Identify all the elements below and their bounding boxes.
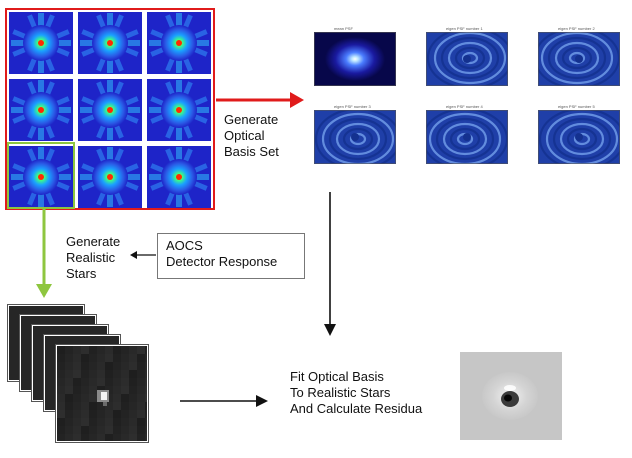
psf-tile	[9, 146, 73, 208]
star-frame-stack	[8, 305, 178, 458]
right-arrow	[180, 395, 268, 407]
star-frame	[56, 345, 153, 442]
basis-panel-image	[538, 32, 620, 86]
green-arrow	[36, 209, 52, 298]
down-arrow	[324, 192, 336, 336]
basis-set: mean PSF eigen PSF number 1 eigen PSF numb…	[308, 20, 632, 180]
psf-tile	[147, 79, 211, 141]
aocs-detector-response-box: AOCS Detector Response	[157, 233, 305, 279]
generate-optical-basis-label: Generate Optical Basis Set	[224, 112, 279, 159]
psf-tile	[147, 146, 211, 208]
generate-realistic-stars-label: Generate Realistic Stars	[66, 234, 121, 281]
basis-panel-title: eigen PSF number 3	[334, 104, 371, 109]
basis-panel: eigen PSF number 4	[426, 104, 508, 168]
basis-panel-title: mean PSF	[334, 26, 353, 31]
psf-tile	[78, 146, 142, 208]
basis-panel-image	[538, 110, 620, 164]
basis-panel: eigen PSF number 5	[538, 104, 620, 168]
psf-tile	[78, 79, 142, 141]
psf-tile	[147, 12, 211, 74]
basis-panel-title: eigen PSF number 2	[558, 26, 595, 31]
basis-panel-title: eigen PSF number 5	[558, 104, 595, 109]
residual-image	[460, 352, 562, 440]
psf-tile	[78, 12, 142, 74]
psf-tile	[9, 12, 73, 74]
basis-panel-image	[314, 32, 396, 86]
selected-psf-green-border	[7, 142, 75, 209]
basis-panel-image	[314, 110, 396, 164]
red-arrow	[216, 92, 304, 108]
star-frame-image	[57, 346, 153, 442]
basis-panel-title: eigen PSF number 4	[446, 104, 483, 109]
basis-panel: eigen PSF number 2	[538, 26, 620, 90]
basis-panel-image	[426, 32, 508, 86]
basis-panel-title: eigen PSF number 1	[446, 26, 483, 31]
fit-optical-basis-label: Fit Optical Basis To Realistic Stars And…	[290, 369, 423, 416]
psf-grid-red-border	[5, 8, 215, 210]
aocs-arrow	[130, 251, 156, 259]
psf-grid	[6, 9, 214, 209]
psf-tile	[9, 79, 73, 141]
basis-panel: eigen PSF number 1	[426, 26, 508, 90]
aocs-label: AOCS Detector Response	[166, 238, 278, 269]
basis-panel-image	[426, 110, 508, 164]
basis-panel: eigen PSF number 3	[314, 104, 396, 168]
basis-panel: mean PSF	[314, 26, 396, 90]
